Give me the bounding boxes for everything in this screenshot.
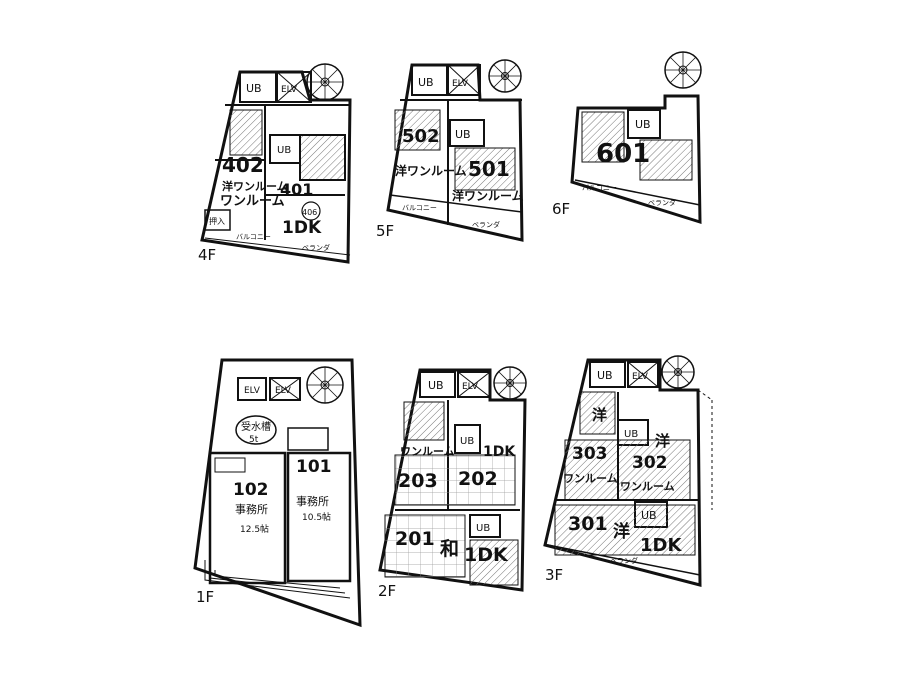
room-type-501: 洋ワンルーム [452,188,524,203]
balcony-label: ベランダ [648,198,676,207]
ub-label: UB [460,436,474,447]
spiral-stair-icon [488,59,522,93]
floor-label-4f: 4F [198,246,216,264]
room-number-501: 501 [468,157,510,181]
ub-label: UB [428,379,444,392]
floor-6f-plan [570,51,702,225]
floor-label-1f: 1F [196,588,214,606]
room-number-202: 202 [458,468,498,490]
room-number-402: 402 [222,153,264,177]
room-use-101: 事務所 [296,494,329,508]
ub-label: UB [624,429,638,440]
floor-5f-plan [386,59,524,242]
room-layout-203: ワンルーム [400,445,455,458]
room-use-102: 事務所 [235,502,268,516]
elv-label: ELV [462,382,479,392]
room-layout-303: ワンルーム [563,472,618,485]
balcony-label: ベランダ [302,243,330,252]
room-layout-302: ワンルーム [620,480,675,493]
oshiire-label: 押入 [209,216,225,226]
room-layout-301: 1DK [640,535,682,556]
room-layout-401: 1DK [282,218,322,238]
room-layout-402: ワンルーム [220,194,285,209]
room-type-502: 洋ワンルーム [395,163,467,178]
floor-4f-labels: UB ELV UB 402 洋ワンルーム ワンルーム 401 1DK 406 押… [209,82,330,252]
ub-label: UB [455,128,471,141]
room-number-502: 502 [402,126,440,147]
room-type-302: 洋 [655,432,670,450]
spiral-stair-icon [306,63,344,101]
floor-3f-plan [543,355,713,587]
room-number-203: 203 [398,470,438,492]
balcony-label: バルコニー [402,204,437,212]
balcony-label: バルコニー [582,184,617,192]
floor-3f-labels: UB ELV UB UB 洋 303 ワンルーム 洋 302 ワンルーム 301… [563,369,682,565]
floor-label-5f: 5F [376,222,394,240]
elv-label: ELV [281,85,298,95]
spiral-stair-icon [664,51,702,89]
floor-5f-labels: UB ELV UB 502 洋ワンルーム 501 洋ワンルーム バルコニー ベラ… [395,76,524,229]
room-type-301: 洋 [613,521,630,542]
floor-2f-plan [378,366,527,592]
room-layout-202: 1DK [483,444,516,460]
ub-label: UB [476,523,490,534]
balcony-label: ベランダ [472,220,500,229]
elv-label: ELV [275,386,292,396]
room-note-401: 406 [302,208,317,217]
ub-label: UB [635,118,651,131]
spiral-stair-icon [661,355,695,389]
ub-label: UB [277,145,291,156]
room-number-101: 101 [296,457,332,477]
room-number-201: 201 [395,528,435,550]
spiral-stair-icon [493,366,527,400]
ub-label: UB [597,369,613,382]
room-size-102: 12.5帖 [240,523,269,535]
spiral-stair-icon [306,366,344,404]
room-type-402: 洋ワンルーム [222,179,288,193]
room-number-401: 401 [280,180,313,199]
ub-label: UB [641,509,657,522]
floor-1f-labels: ELV ELV 受水槽 5t 102 事務所 12.5帖 101 事務所 10.… [233,386,332,535]
ub-label: UB [418,76,434,89]
room-size-101: 10.5帖 [302,511,331,523]
balcony-label: ベランダ [610,556,638,565]
floor-4f-plan [200,63,352,264]
room-number-102: 102 [233,480,269,500]
balcony-label: バルコニー [236,233,271,241]
water-tank-size: 5t [249,435,259,445]
floor-label-2f: 2F [378,582,396,600]
floor-1f-plan [193,358,362,628]
room-number-302: 302 [632,453,668,473]
floor-label-3f: 3F [545,566,563,584]
elv-label: ELV [244,386,261,396]
water-tank-label: 受水槽 [241,420,271,433]
elv-label: ELV [632,372,649,382]
room-type-303: 洋 [592,406,607,424]
room-number-601: 601 [596,139,650,169]
floor-label-6f: 6F [552,200,570,218]
room-layout-201: 1DK [464,544,509,566]
floor-2f-labels: UB ELV UB UB ワンルーム 203 1DK 202 201 和 1DK [395,379,516,566]
ub-label: UB [246,82,262,95]
room-number-301: 301 [568,513,608,535]
elv-label: ELV [452,79,469,89]
room-number-303: 303 [572,444,608,464]
floor-6f-labels: UB 601 バルコニー ベランダ [582,118,676,207]
room-type-201: 和 [440,537,459,560]
